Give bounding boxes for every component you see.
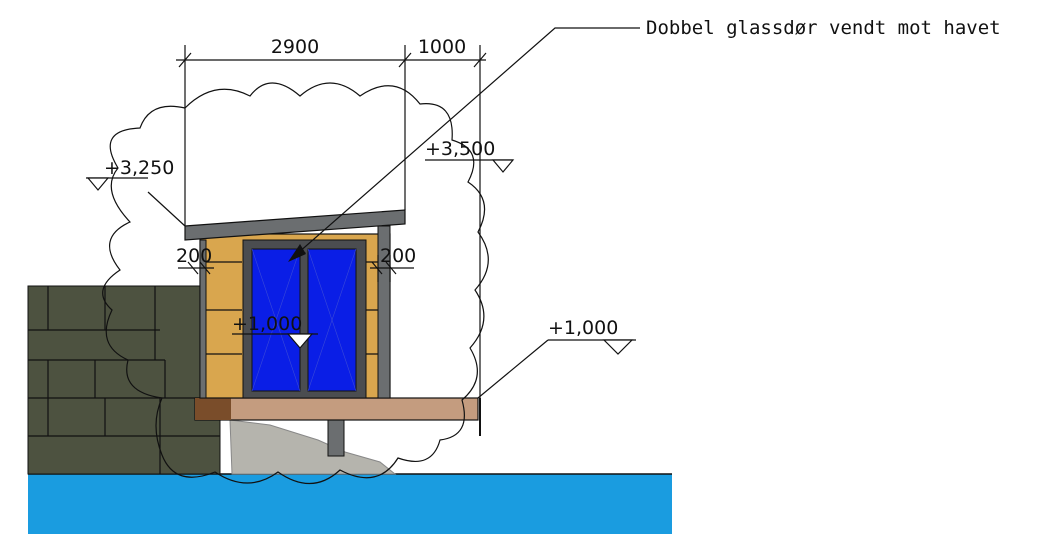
dimension-top	[176, 45, 487, 398]
triangle-level-icon	[286, 333, 314, 349]
level-roof-low	[86, 177, 186, 227]
dim-1000: 1000	[418, 36, 466, 58]
level-1000-outside-label: +1,000	[548, 317, 618, 339]
level-1000-inside-label: +1,000	[232, 313, 302, 335]
level-floor-inside	[232, 333, 318, 349]
revision-cloud	[102, 82, 489, 485]
roof	[184, 209, 406, 241]
dim-200-left: 200	[176, 245, 212, 267]
callout-leader	[288, 27, 640, 262]
dim-2900: 2900	[271, 36, 319, 58]
level-3500-label: +3,500	[425, 138, 495, 160]
level-roof-high	[425, 159, 515, 173]
triangle-level-icon	[602, 339, 634, 355]
deck-end-dark	[195, 398, 231, 420]
deck-post	[327, 419, 345, 457]
deck	[194, 397, 479, 421]
rock-face	[229, 419, 397, 475]
dim-200-right: 200	[380, 245, 416, 267]
callout-text: Dobbel glassdør vendt mot havet	[646, 17, 1001, 39]
wall-corner-left	[199, 239, 207, 399]
quay-wall	[27, 285, 221, 475]
water	[28, 474, 672, 534]
dimension-side	[178, 255, 414, 282]
triangle-level-icon	[491, 159, 515, 173]
triangle-level-icon	[86, 177, 110, 191]
level-deck-outside	[477, 339, 636, 399]
double-glass-door	[242, 239, 367, 399]
level-3250-label: +3,250	[104, 157, 174, 179]
